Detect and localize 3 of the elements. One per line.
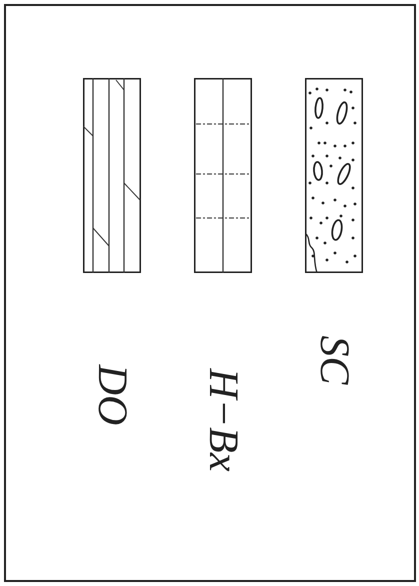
legend-label: SC bbox=[310, 336, 358, 384]
legend-label: DO bbox=[88, 364, 136, 426]
legend-label: H−Bx bbox=[199, 368, 247, 472]
